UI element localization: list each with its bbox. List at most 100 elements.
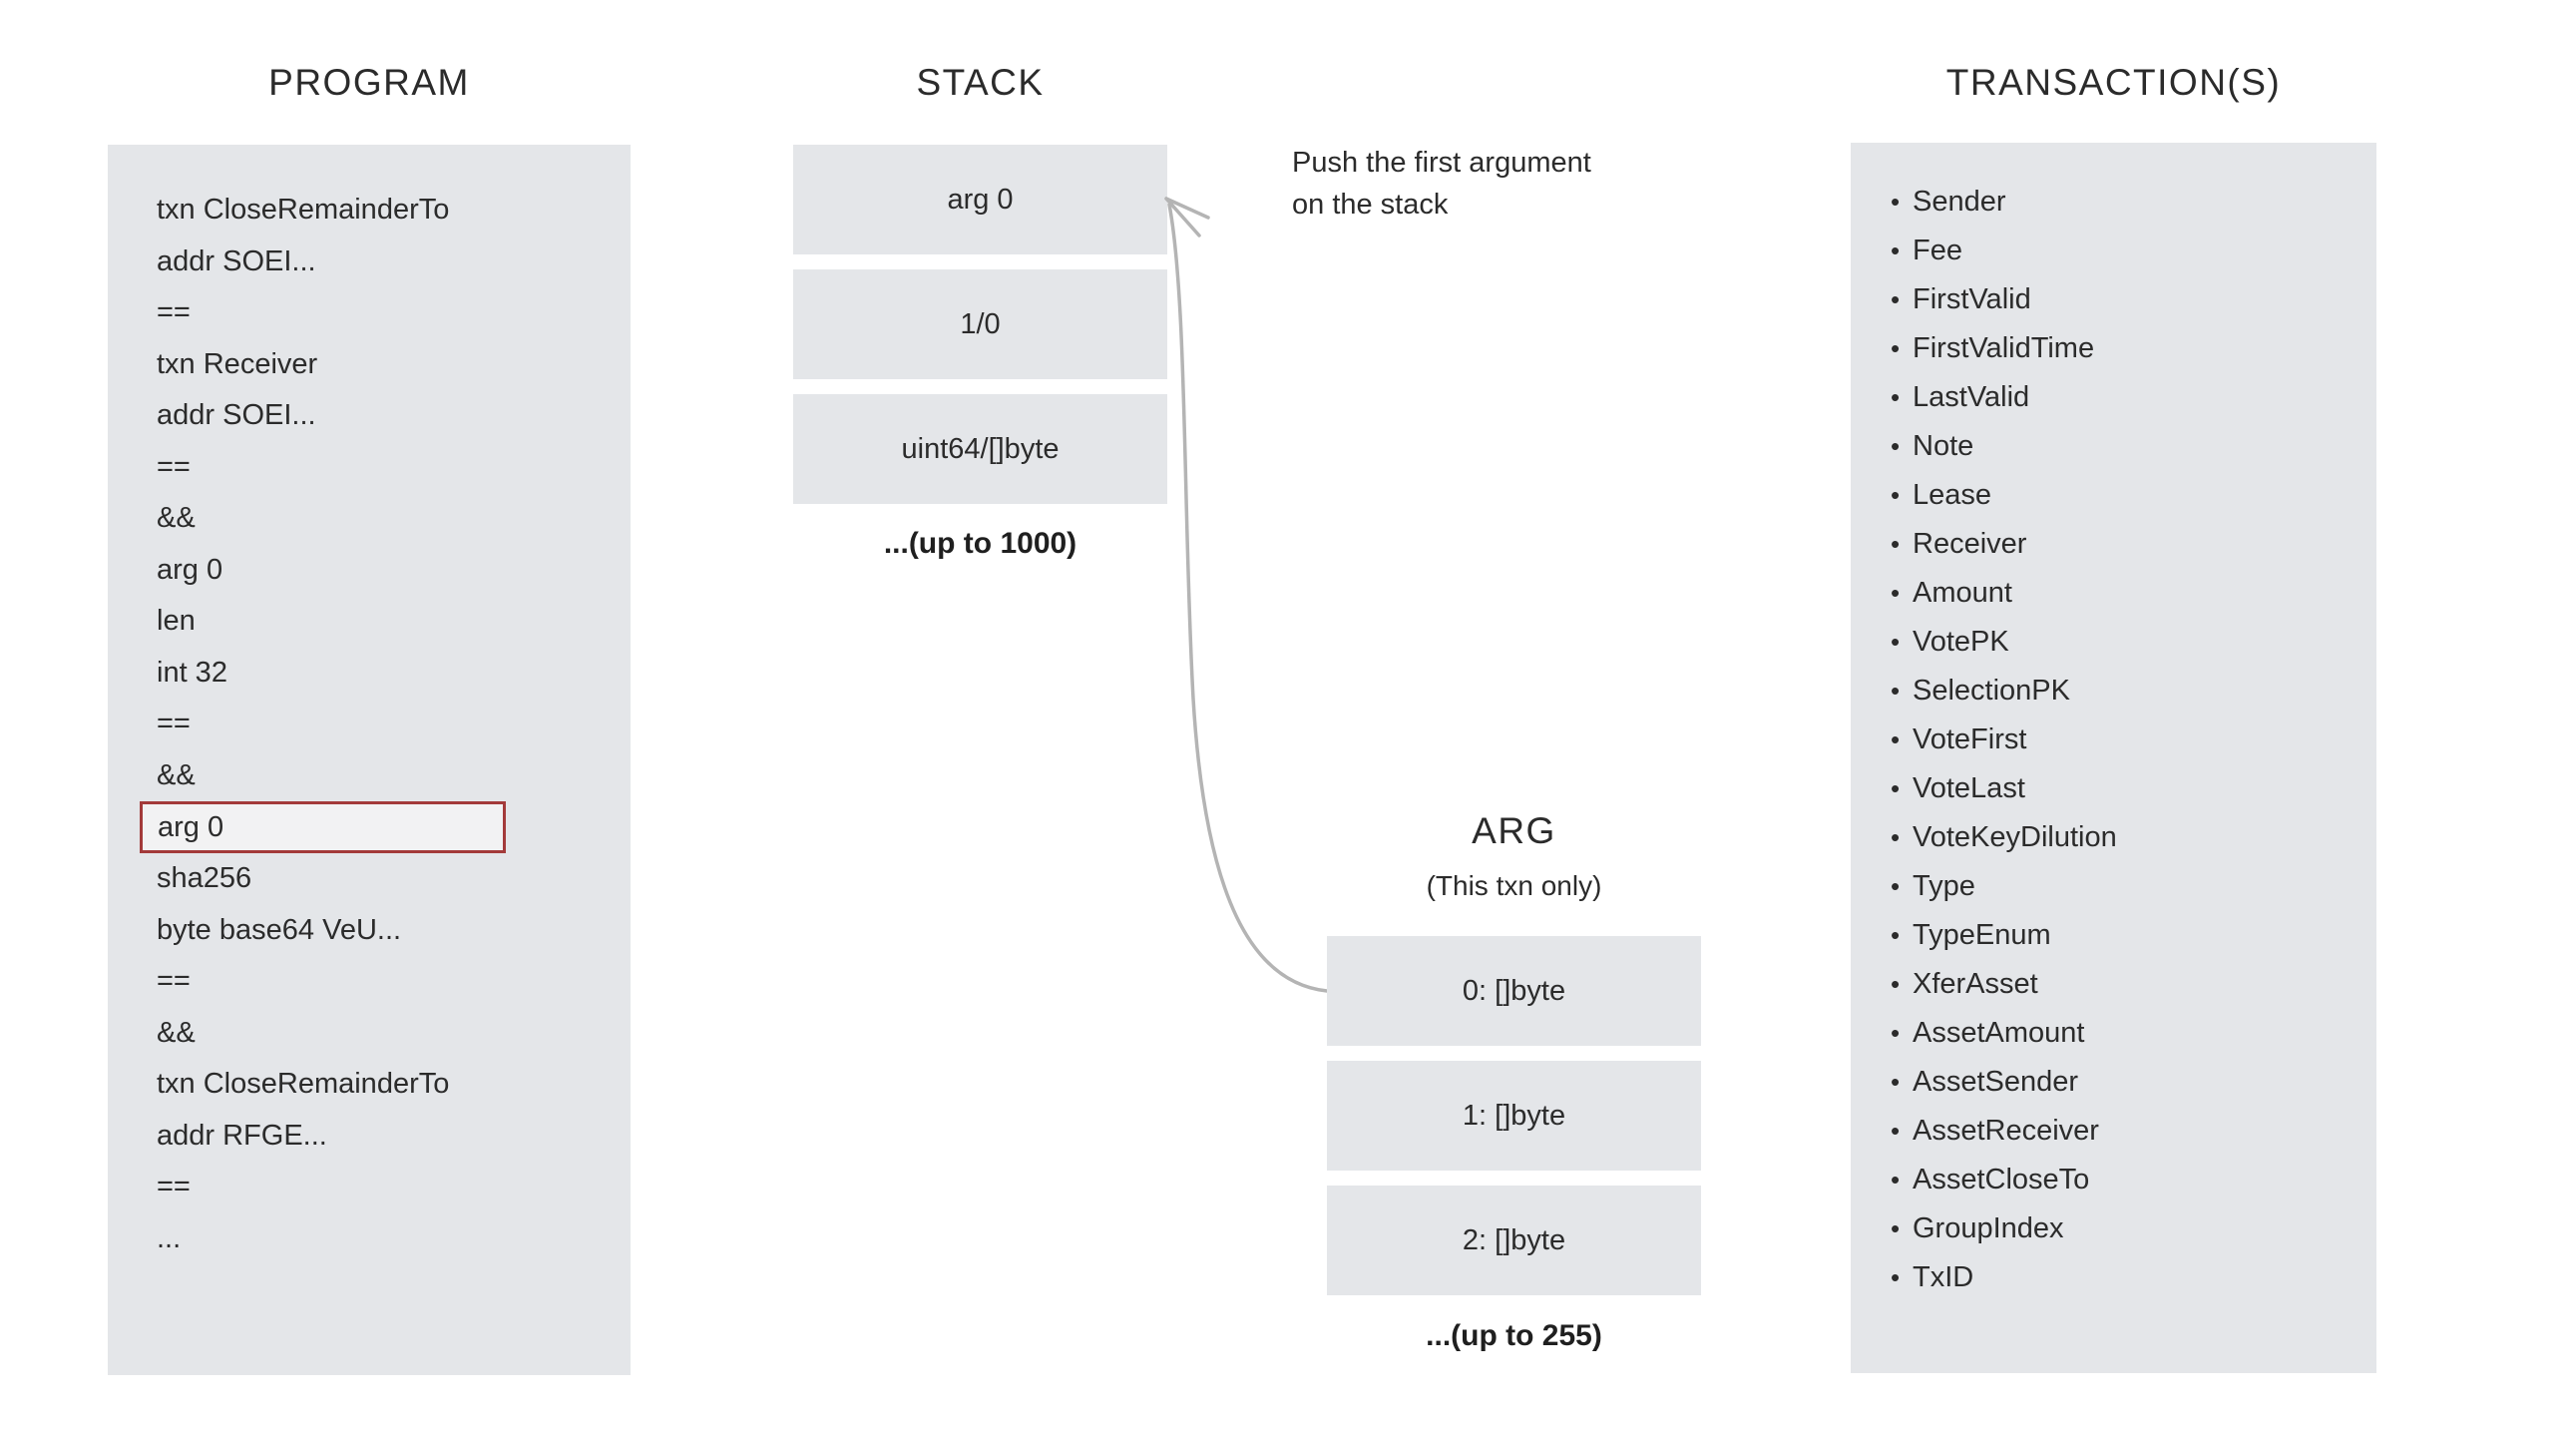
transaction-field-label: LastValid [1913, 381, 2030, 413]
transaction-field-label: Note [1913, 430, 1974, 462]
program-line: == [157, 1171, 191, 1202]
transaction-field-label: Lease [1913, 479, 1992, 511]
transaction-field-label: TypeEnum [1913, 919, 2051, 951]
arg-cell: 2: []byte [1327, 1186, 1701, 1295]
transaction-field-list: •Sender•Fee•FirstValid•FirstValidTime•La… [1891, 178, 2117, 1302]
program-line: && [157, 502, 196, 534]
bullet-icon: • [1891, 822, 1901, 852]
transaction-field: •SelectionPK [1891, 667, 2117, 716]
annotation-line-1: Push the first argument [1292, 147, 1591, 179]
stack-column-title: STACK [916, 62, 1045, 103]
program-line: && [157, 1016, 196, 1049]
transaction-field: • TypeEnum [1891, 911, 2117, 960]
transaction-field-label: AssetCloseTo [1913, 1164, 2090, 1195]
transaction-field-label: AssetAmount [1913, 1017, 2085, 1049]
bullet-icon: • [1891, 1018, 1901, 1048]
transaction-field: • AssetAmount [1891, 1009, 2117, 1058]
transaction-field: • TxID [1891, 1253, 2117, 1302]
transaction-field-label: Type [1913, 870, 1975, 902]
transaction-field: • Receiver [1891, 520, 2117, 569]
arg-overflow-caption: ...(up to 255) [1426, 1319, 1602, 1352]
program-line: txn Receiver [157, 347, 318, 380]
program-line: ... [157, 1221, 182, 1254]
transaction-field: •Amount [1891, 569, 2117, 618]
program-line: addr SOEI... [157, 399, 316, 431]
bullet-icon: • [1891, 1165, 1901, 1194]
program-line: && [157, 758, 196, 791]
stack-cell: 1/0 [793, 269, 1167, 379]
annotation-line-2: on the stack [1292, 189, 1449, 222]
program-line: int 32 [157, 656, 227, 689]
transaction-field: •AssetSender [1891, 1058, 2117, 1107]
bullet-icon: • [1891, 724, 1901, 754]
transaction-field: • AssetCloseTo [1891, 1156, 2117, 1204]
transaction-field-label: Receiver [1913, 528, 2027, 560]
annotation-text: Push the first argument on the stack [1292, 142, 1691, 226]
bullet-icon: • [1891, 187, 1901, 217]
transaction-field: • VoteFirst [1891, 716, 2117, 764]
bullet-icon: • [1891, 284, 1901, 314]
bullet-icon: • [1891, 431, 1901, 461]
program-line: == [157, 450, 191, 483]
arg-cell: 1: []byte [1327, 1061, 1701, 1171]
arg-column-subtitle: (This txn only) [1426, 870, 1602, 901]
bullet-icon: • [1891, 627, 1901, 657]
bullet-icon: • [1891, 1213, 1901, 1243]
program-instruction-list: txn CloseRemainderTo addr SOEI... == txn Re… [140, 185, 591, 1264]
transaction-field-label: AssetSender [1913, 1066, 2079, 1098]
transaction-field-label: VoteFirst [1913, 723, 2027, 755]
transaction-field: • GroupIndex [1891, 1204, 2117, 1253]
stack-cell: uint64/[]byte [793, 394, 1167, 504]
transaction-field: •VoteKeyDilution [1891, 813, 2117, 862]
program-line-highlighted: arg 0 [140, 801, 506, 853]
transaction-field: • Note [1891, 422, 2117, 471]
arg-column-title: ARG [1472, 810, 1556, 851]
transaction-field-label: Fee [1913, 235, 1962, 266]
transaction-field: •FirstValidTime [1891, 324, 2117, 373]
program-line: == [157, 296, 191, 328]
program-line: txn CloseRemainderTo [157, 194, 450, 226]
program-panel [108, 145, 631, 1375]
program-line: len [157, 605, 196, 637]
transaction-field-label: VotePK [1913, 626, 2009, 658]
transaction-field: • Type [1891, 862, 2117, 911]
transaction-field-label: FirstValid [1913, 283, 2031, 315]
program-line: == [157, 708, 191, 739]
bullet-icon: • [1891, 969, 1901, 999]
bullet-icon: • [1891, 529, 1901, 559]
stack-overflow-caption: ...(up to 1000) [883, 527, 1077, 560]
transaction-field-label: TxID [1913, 1261, 1974, 1293]
transaction-field: • LastValid [1891, 373, 2117, 422]
program-column-title: PROGRAM [268, 62, 470, 103]
arg-cell: 0: []byte [1327, 936, 1701, 1046]
program-line: arg 0 [157, 553, 223, 586]
transaction-field-label: Sender [1913, 186, 2006, 218]
bullet-icon: • [1891, 382, 1901, 412]
bullet-icon: • [1891, 333, 1901, 363]
transaction-field: • FirstValid [1891, 275, 2117, 324]
transaction-field: • XferAsset [1891, 960, 2117, 1009]
transaction-field: • Sender [1891, 178, 2117, 227]
transaction-field: • VotePK [1891, 618, 2117, 667]
bullet-icon: • [1891, 1116, 1901, 1146]
transaction-field: •Lease [1891, 471, 2117, 520]
program-line: addr SOEI... [157, 244, 316, 277]
bullet-icon: • [1891, 676, 1901, 706]
transaction-field-label: Amount [1913, 577, 2012, 609]
bullet-icon: • [1891, 920, 1901, 950]
transaction-field-label: XferAsset [1913, 968, 2038, 1000]
program-line: addr RFGE... [157, 1119, 327, 1152]
program-line: == [157, 965, 191, 997]
bullet-icon: • [1891, 773, 1901, 803]
bullet-icon: • [1891, 1262, 1901, 1292]
program-line: byte base64 VeU... [157, 913, 402, 946]
transaction-field: •Fee [1891, 227, 2117, 275]
program-line: txn CloseRemainderTo [157, 1068, 450, 1100]
transaction-field-label: AssetReceiver [1913, 1115, 2099, 1147]
transaction-field-label: GroupIndex [1913, 1212, 2064, 1244]
bullet-icon: • [1891, 871, 1901, 901]
transaction-field: • AssetReceiver [1891, 1107, 2117, 1156]
program-line: sha256 [157, 862, 252, 894]
transaction-field: •VoteLast [1891, 764, 2117, 813]
stack-cell: arg 0 [793, 145, 1167, 254]
